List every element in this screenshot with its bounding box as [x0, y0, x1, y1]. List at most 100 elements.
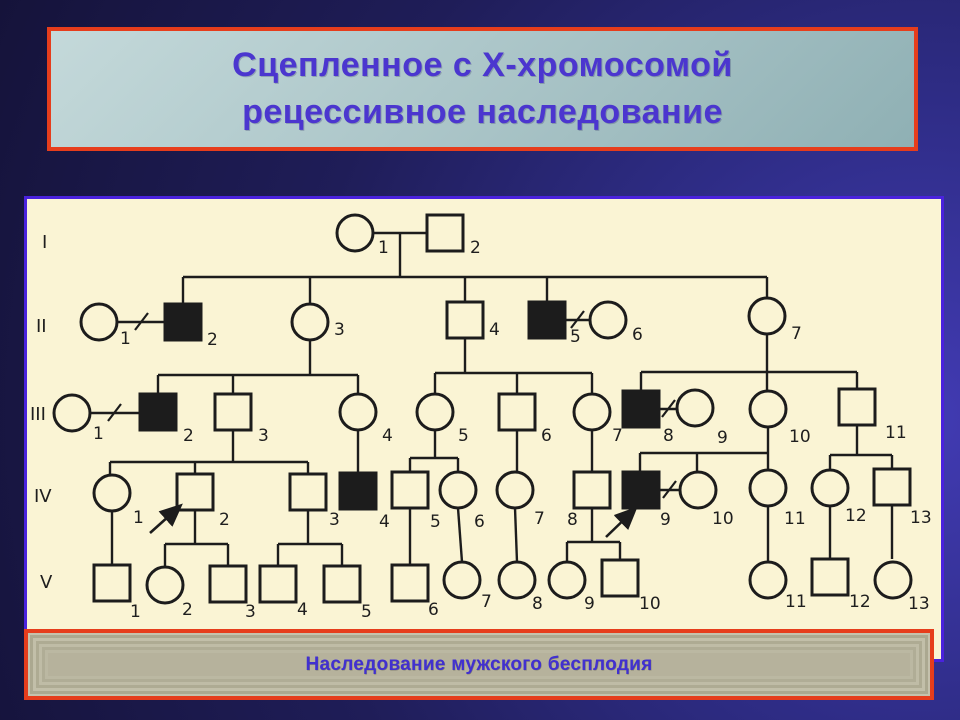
pedigree-individual-V-9 — [547, 560, 587, 600]
individual-number-label: 1 — [93, 424, 104, 444]
individual-number-label: 2 — [183, 426, 194, 446]
pedigree-individual-V-2 — [145, 565, 185, 605]
individual-number-label: 2 — [207, 330, 218, 350]
pedigree-individual-V-11 — [748, 560, 788, 600]
individual-number-label: 9 — [584, 594, 595, 614]
pedigree-individual-V-7 — [442, 560, 482, 600]
pedigree-individual-I-1 — [335, 213, 375, 253]
slide-title-line-1: Сцепленное с Х-хромосомой — [232, 46, 733, 84]
pedigree-individual-II-4 — [445, 300, 485, 340]
pedigree-individual-V-10 — [600, 558, 640, 598]
pedigree-individual-III-6 — [497, 392, 537, 432]
individual-number-label: 11 — [785, 592, 807, 612]
childless-slash-mark — [661, 399, 676, 418]
pedigree-individual-III-10 — [748, 389, 788, 429]
individual-number-label: 10 — [789, 427, 811, 447]
pedigree-individual-III-2-affected — [138, 392, 178, 432]
pedigree-individual-IV-5 — [390, 470, 430, 510]
pedigree-individual-III-7 — [572, 392, 612, 432]
individual-number-label: 3 — [258, 426, 269, 446]
pedigree-individual-II-2-affected — [163, 302, 203, 342]
childless-slash-mark — [134, 312, 149, 331]
caption-box: Наследование мужского бесплодия — [24, 629, 934, 700]
individual-number-label: 3 — [334, 320, 345, 340]
individual-number-label: 2 — [182, 600, 193, 620]
individual-number-label: 7 — [791, 324, 802, 344]
pedigree-individual-IV-12 — [810, 468, 850, 508]
pedigree-individual-IV-11 — [748, 468, 788, 508]
individual-number-label: 10 — [712, 509, 734, 529]
individual-number-label: 10 — [639, 594, 661, 614]
pedigree-individual-IV-1 — [92, 473, 132, 513]
proband-arrow-icon — [605, 506, 638, 538]
pedigree-individual-II-1 — [79, 302, 119, 342]
individual-number-label: 4 — [297, 600, 308, 620]
slide-title-line-2: рецессивное наследование — [242, 93, 723, 131]
pedigree-individual-II-3 — [290, 302, 330, 342]
pedigree-connector-lines — [90, 231, 894, 567]
generation-label-IV: IV — [34, 486, 52, 507]
pedigree-individual-III-4 — [338, 392, 378, 432]
pedigree-individual-V-3 — [208, 564, 248, 604]
pedigree-individual-III-8-affected — [621, 389, 661, 429]
pedigree-symbols — [52, 213, 913, 605]
pedigree-individual-IV-7 — [495, 470, 535, 510]
individual-number-label: 12 — [849, 592, 871, 612]
individual-number-label: 9 — [660, 510, 671, 530]
pedigree-line — [513, 507, 519, 563]
slide-title-box: Сцепленное с Х-хромосомой рецессивное на… — [47, 27, 918, 151]
individual-number-label: 9 — [717, 428, 728, 448]
individual-number-label: 1 — [130, 602, 141, 622]
individual-number-label: 8 — [663, 426, 674, 446]
individual-number-label: 4 — [382, 426, 393, 446]
generation-label-II: II — [36, 316, 47, 337]
individual-number-label: 5 — [361, 602, 372, 622]
individual-number-label: 1 — [378, 238, 389, 258]
individual-number-label: 6 — [428, 600, 439, 620]
individual-number-label: 5 — [570, 327, 581, 347]
individual-number-label: 1 — [133, 508, 144, 528]
individual-number-label: 2 — [219, 510, 230, 530]
pedigree-individual-IV-8 — [572, 470, 612, 510]
pedigree-individual-V-6 — [390, 563, 430, 603]
childless-slash-mark — [662, 480, 677, 499]
pedigree-individual-III-9 — [675, 388, 715, 428]
pedigree-individual-III-5 — [415, 392, 455, 432]
pedigree-individual-IV-9-affected — [621, 470, 661, 510]
pedigree-individual-III-1 — [52, 393, 92, 433]
individual-number-label: 1 — [120, 329, 131, 349]
individual-number-label: 5 — [430, 512, 441, 532]
individual-number-label: 12 — [845, 506, 867, 526]
pedigree-individual-III-11 — [837, 387, 877, 427]
individual-number-label: 8 — [567, 510, 578, 530]
individual-number-label: 8 — [532, 594, 543, 614]
individual-number-label: 5 — [458, 426, 469, 446]
pedigree-individual-IV-2 — [175, 472, 215, 512]
generation-label-I: I — [42, 232, 47, 253]
individual-number-label: 3 — [329, 510, 340, 530]
pedigree-individual-IV-10 — [678, 470, 718, 510]
pedigree-individual-V-5 — [322, 564, 362, 604]
individual-number-label: 11 — [784, 509, 806, 529]
pedigree-individual-IV-13 — [872, 467, 912, 507]
individual-number-label: 6 — [632, 325, 643, 345]
childless-slash-mark — [107, 403, 122, 422]
pedigree-individual-IV-6 — [438, 470, 478, 510]
pedigree-individual-V-12 — [810, 557, 850, 597]
generation-label-III: III — [30, 404, 46, 425]
pedigree-individual-II-6 — [588, 300, 628, 340]
caption-text: Наследование мужского бесплодия — [305, 653, 653, 675]
pedigree-individual-III-3 — [213, 392, 253, 432]
childless-slash-mark — [570, 310, 585, 329]
pedigree-individual-I-2 — [425, 213, 465, 253]
individual-number-label: 11 — [885, 423, 907, 443]
pedigree-individual-V-4 — [258, 564, 298, 604]
individual-number-label: 7 — [534, 509, 545, 529]
generation-label-V: V — [40, 572, 53, 593]
individual-number-label: 6 — [541, 426, 552, 446]
pedigree-individual-V-8 — [497, 560, 537, 600]
pedigree-individual-V-1 — [92, 563, 132, 603]
